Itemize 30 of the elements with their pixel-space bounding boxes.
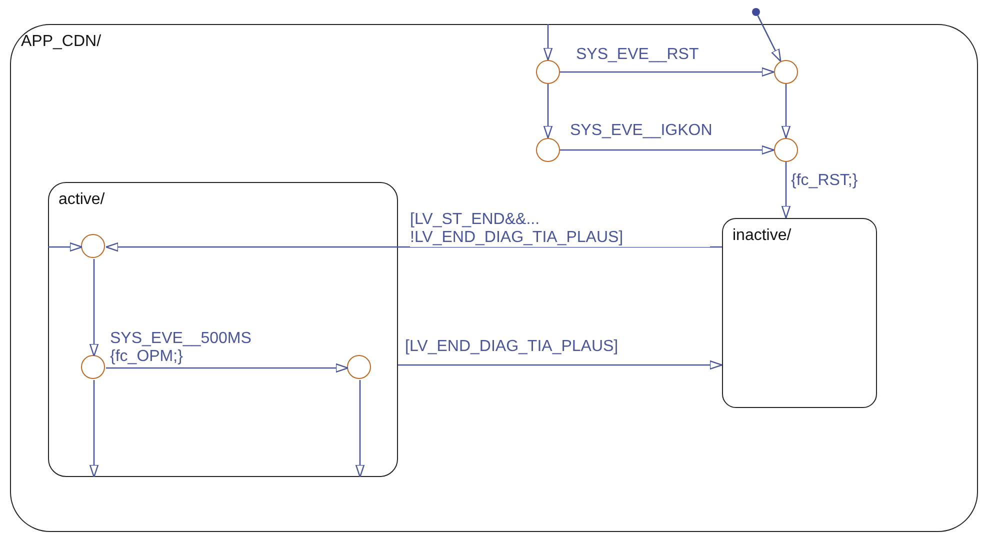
transition-arrow xyxy=(560,145,775,155)
junction-circle xyxy=(774,60,798,84)
transition-arrow xyxy=(89,259,99,357)
transition-label: SYS_EVE__IGKON xyxy=(570,122,712,140)
junction-circle xyxy=(536,138,560,162)
transition-label: [LV_END_DIAG_TIA_PLAUS] xyxy=(405,338,618,356)
state-name: inactive/ xyxy=(732,226,792,244)
transition-arrow xyxy=(757,15,782,62)
transition-label: [LV_ST_END&&... !LV_END_DIAG_TIA_PLAUS] xyxy=(410,211,710,247)
transition-label: SYS_EVE__RST xyxy=(576,46,699,64)
transition-arrow xyxy=(560,67,775,77)
transition-arrow xyxy=(89,380,99,478)
state-name: APP_CDN/ xyxy=(21,33,102,51)
transition-arrow xyxy=(398,360,723,370)
junction-circle xyxy=(536,60,560,84)
transition-arrow xyxy=(543,24,553,61)
state-name: active/ xyxy=(58,190,105,208)
state-box xyxy=(722,218,876,408)
default-transition-dot xyxy=(752,8,760,16)
junction-circle xyxy=(774,138,798,162)
junction-circle xyxy=(81,234,105,258)
transition-arrow xyxy=(105,242,722,252)
transition-arrow xyxy=(543,84,553,139)
transition-arrow xyxy=(781,84,791,139)
transition-arrow xyxy=(781,162,791,219)
junction-circle xyxy=(347,355,371,379)
junction-circle xyxy=(81,355,105,379)
transition-arrow xyxy=(106,363,349,373)
transition-arrow xyxy=(355,380,365,478)
transition-arrow xyxy=(48,242,83,252)
